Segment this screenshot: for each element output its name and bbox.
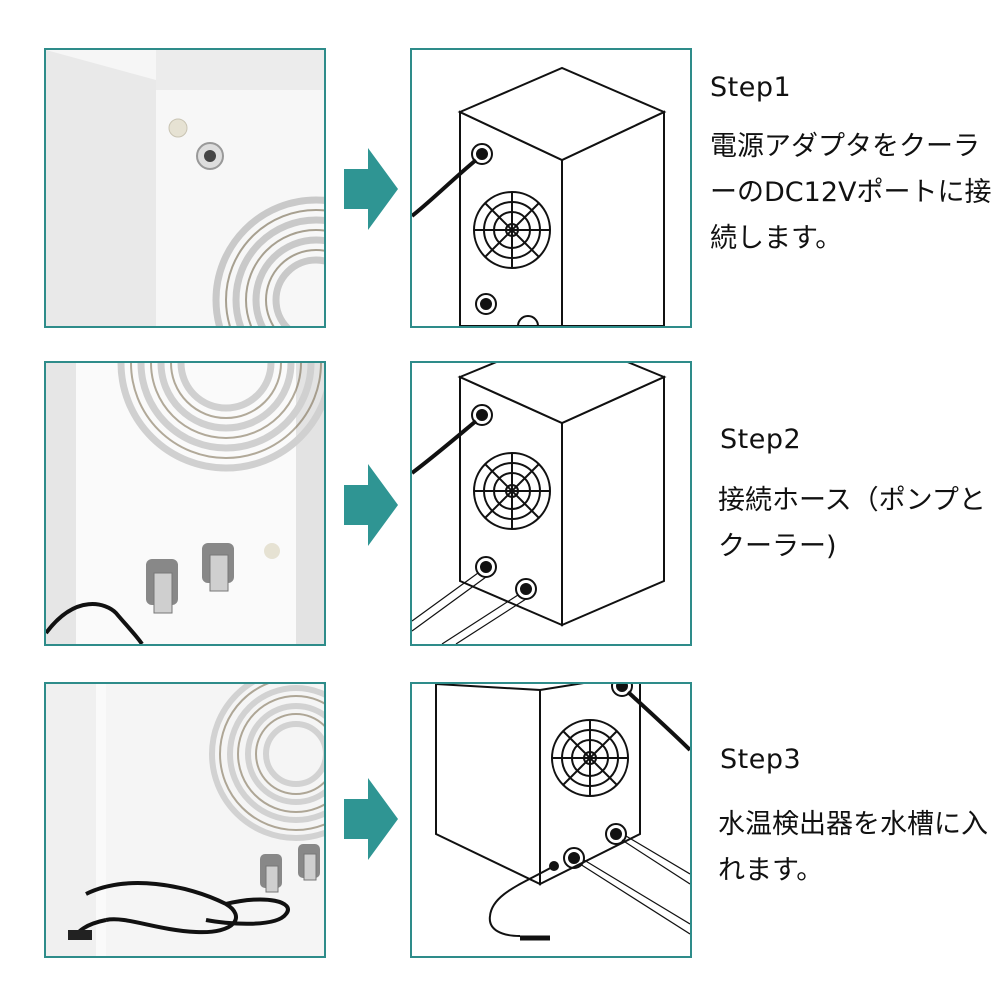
step2-photo: [44, 361, 326, 646]
step3-photo: [44, 682, 326, 958]
arrow-right-icon: [344, 464, 398, 546]
fan-grille-icon: [209, 684, 324, 841]
fan-grille-icon: [117, 363, 324, 472]
fan-grille-icon: [212, 196, 324, 326]
hose-nozzle-icon: [260, 844, 320, 893]
arrow-right-icon: [344, 148, 398, 230]
step2-diagram: [410, 361, 692, 646]
step3-text: 水温検出器を水槽に入れます。: [718, 809, 988, 886]
step3-diagram: [410, 682, 692, 958]
step1-diagram: [410, 48, 692, 328]
fan-grille-icon: [551, 719, 629, 797]
step2-text: 接続ホース（ポンプとクーラー): [718, 485, 986, 562]
hose-nozzle-icon: [146, 543, 234, 614]
step1-text: 電源アダプタをクーラーのDC12Vポートに接続します。: [710, 131, 992, 254]
step2-title: Step2: [720, 424, 802, 455]
step1-title: Step1: [710, 72, 792, 103]
fan-grille-icon: [473, 191, 551, 269]
arrow-right-icon: [344, 778, 398, 860]
step1-photo: [44, 48, 326, 328]
fan-grille-icon: [473, 452, 551, 530]
step3-title: Step3: [720, 744, 802, 775]
